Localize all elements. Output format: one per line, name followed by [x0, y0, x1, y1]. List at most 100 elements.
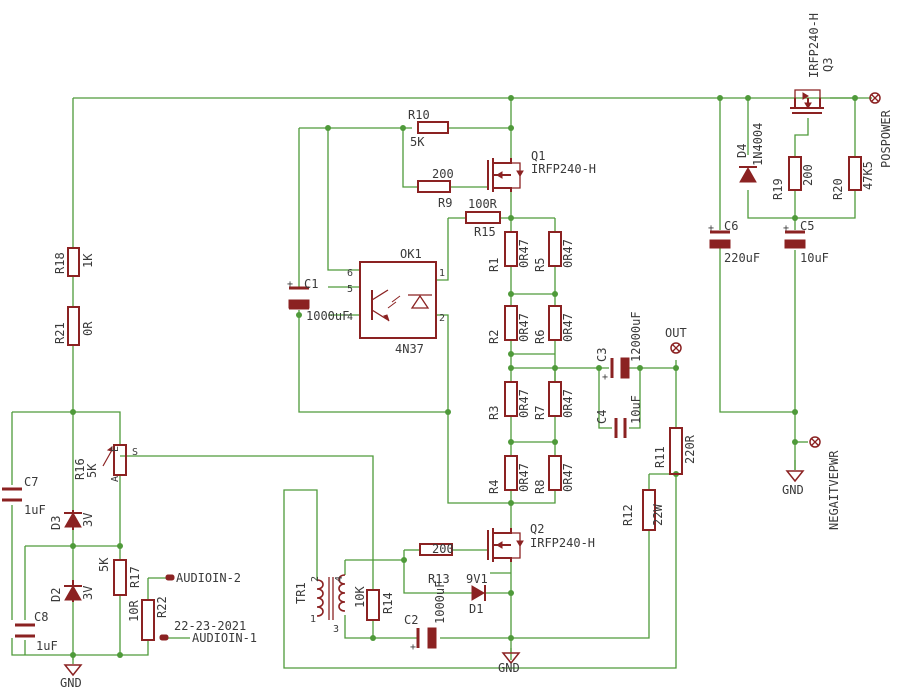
label-r15-value: 100R: [468, 197, 498, 211]
label-c1-value: 1000uF: [306, 309, 349, 323]
label-r3: R3: [487, 406, 501, 420]
optocoupler-ok1: [359, 261, 437, 339]
label-pin6: 6: [347, 268, 353, 279]
connector-out: [670, 342, 682, 354]
label-c3: C3: [595, 348, 609, 362]
label-r1-value: 0R47: [517, 239, 531, 268]
label-pin-e: E: [110, 446, 121, 452]
label-gnd-mid: GND: [498, 661, 520, 675]
label-r7: R7: [533, 406, 547, 420]
svg-text:+: +: [410, 642, 416, 653]
label-pin4: 4: [347, 312, 353, 323]
label-c4: C4: [595, 410, 609, 424]
connector-pospower: [869, 92, 881, 104]
components: + + + + +: [2, 89, 881, 677]
label-r19: R19: [771, 178, 785, 200]
label-pin2: 2: [439, 313, 445, 324]
label-r6-value: 0R47: [561, 313, 575, 342]
resistor-r12: [642, 489, 656, 531]
label-tr-pin2: 2: [310, 576, 321, 582]
capacitor-c3: +: [602, 357, 630, 383]
label-q3: Q3: [821, 58, 835, 72]
labels: R10 5K Q1 IRFP240-H 200 R9 100R R15 R1 0…: [24, 13, 893, 690]
label-d3: D3: [49, 516, 63, 530]
label-r14: R14: [381, 592, 395, 614]
label-c8-value: 1uF: [36, 639, 58, 653]
label-q1-value: IRFP240-H: [531, 162, 596, 176]
capacitor-c1: +: [287, 279, 310, 310]
label-c3-value: 12000uF: [629, 311, 643, 362]
label-d4-value: 1N4004: [751, 123, 765, 166]
capacitor-c4: [614, 418, 627, 438]
svg-text:+: +: [783, 223, 789, 234]
svg-text:+: +: [287, 279, 293, 290]
label-r17: R17: [128, 566, 142, 588]
label-pin-s: S: [132, 447, 138, 458]
capacitor-c6: +: [708, 223, 731, 249]
label-negpower: NEGAITVEPWR: [827, 450, 841, 530]
label-d1-value: 9V1: [466, 572, 488, 586]
resistor-r20: [848, 156, 862, 191]
label-r3-value: 0R47: [517, 389, 531, 418]
resistor-r4: [504, 455, 518, 491]
label-r5: R5: [533, 258, 547, 272]
label-q2: Q2: [530, 522, 544, 536]
label-r16-value: 5K: [85, 463, 99, 478]
label-tr-pin1: 1: [310, 614, 316, 625]
resistor-r2: [504, 305, 518, 341]
resistor-r21: [67, 306, 80, 346]
label-q1: Q1: [531, 149, 545, 163]
label-r9-value: 200: [432, 167, 454, 181]
resistor-r8: [548, 455, 562, 491]
label-d3-value: 3V: [81, 513, 95, 527]
label-r5-value: 0R47: [561, 239, 575, 268]
label-c2-value: 1000uF: [433, 581, 447, 624]
resistor-r7: [548, 381, 562, 417]
label-r13: R13: [428, 572, 450, 586]
ground-symbol-left: [63, 655, 83, 677]
label-r10-value: 5K: [410, 135, 425, 149]
label-r19-value: 200: [801, 164, 815, 186]
capacitor-c7: [2, 487, 22, 502]
label-r20: R20: [831, 178, 845, 200]
label-r14-value: 10K: [353, 586, 367, 608]
label-r2: R2: [487, 330, 501, 344]
label-tr-pin4: 4: [334, 576, 345, 582]
label-r6: R6: [533, 330, 547, 344]
resistor-r9: [417, 180, 451, 193]
mosfet-q1: [487, 158, 524, 192]
label-out: OUT: [665, 326, 687, 340]
label-r9: R9: [438, 196, 452, 210]
resistor-r14: [366, 589, 380, 621]
label-r22-value: 10R: [127, 600, 141, 622]
label-r11-value: 220R: [683, 434, 697, 464]
label-c4-value: 10uF: [629, 395, 643, 424]
label-d2: D2: [49, 588, 63, 602]
potentiometer-r16: [113, 444, 127, 476]
capacitor-c8: [15, 623, 35, 638]
diode-d4: [739, 166, 757, 183]
label-c7-value: 1uF: [24, 503, 46, 517]
label-tr-pin3: 3: [333, 624, 339, 635]
ground-symbol-mid: [501, 648, 521, 665]
label-audioin-2: AUDIOIN-2: [176, 571, 241, 585]
label-q2-value: IRFP240-H: [530, 536, 595, 550]
ground-symbol-right: [785, 460, 805, 483]
label-gnd-right: GND: [782, 483, 804, 497]
connector-negpower: [809, 436, 821, 448]
label-r16: R16: [73, 458, 87, 480]
capacitor-c2: +: [410, 627, 437, 653]
label-r13-value: 200: [432, 542, 454, 556]
label-date: 22-23-2021: [174, 619, 246, 633]
label-c6: C6: [724, 219, 738, 233]
label-r4: R4: [487, 480, 501, 494]
pad-audioin-2: [165, 574, 175, 581]
label-r10: R10: [408, 108, 430, 122]
resistor-r10: [417, 121, 449, 134]
label-d4: D4: [735, 144, 749, 158]
label-d2-value: 3V: [81, 586, 95, 600]
label-c6-value: 220uF: [724, 251, 760, 265]
label-r21: R21: [53, 322, 67, 344]
label-r8-value: 0R47: [561, 463, 575, 492]
